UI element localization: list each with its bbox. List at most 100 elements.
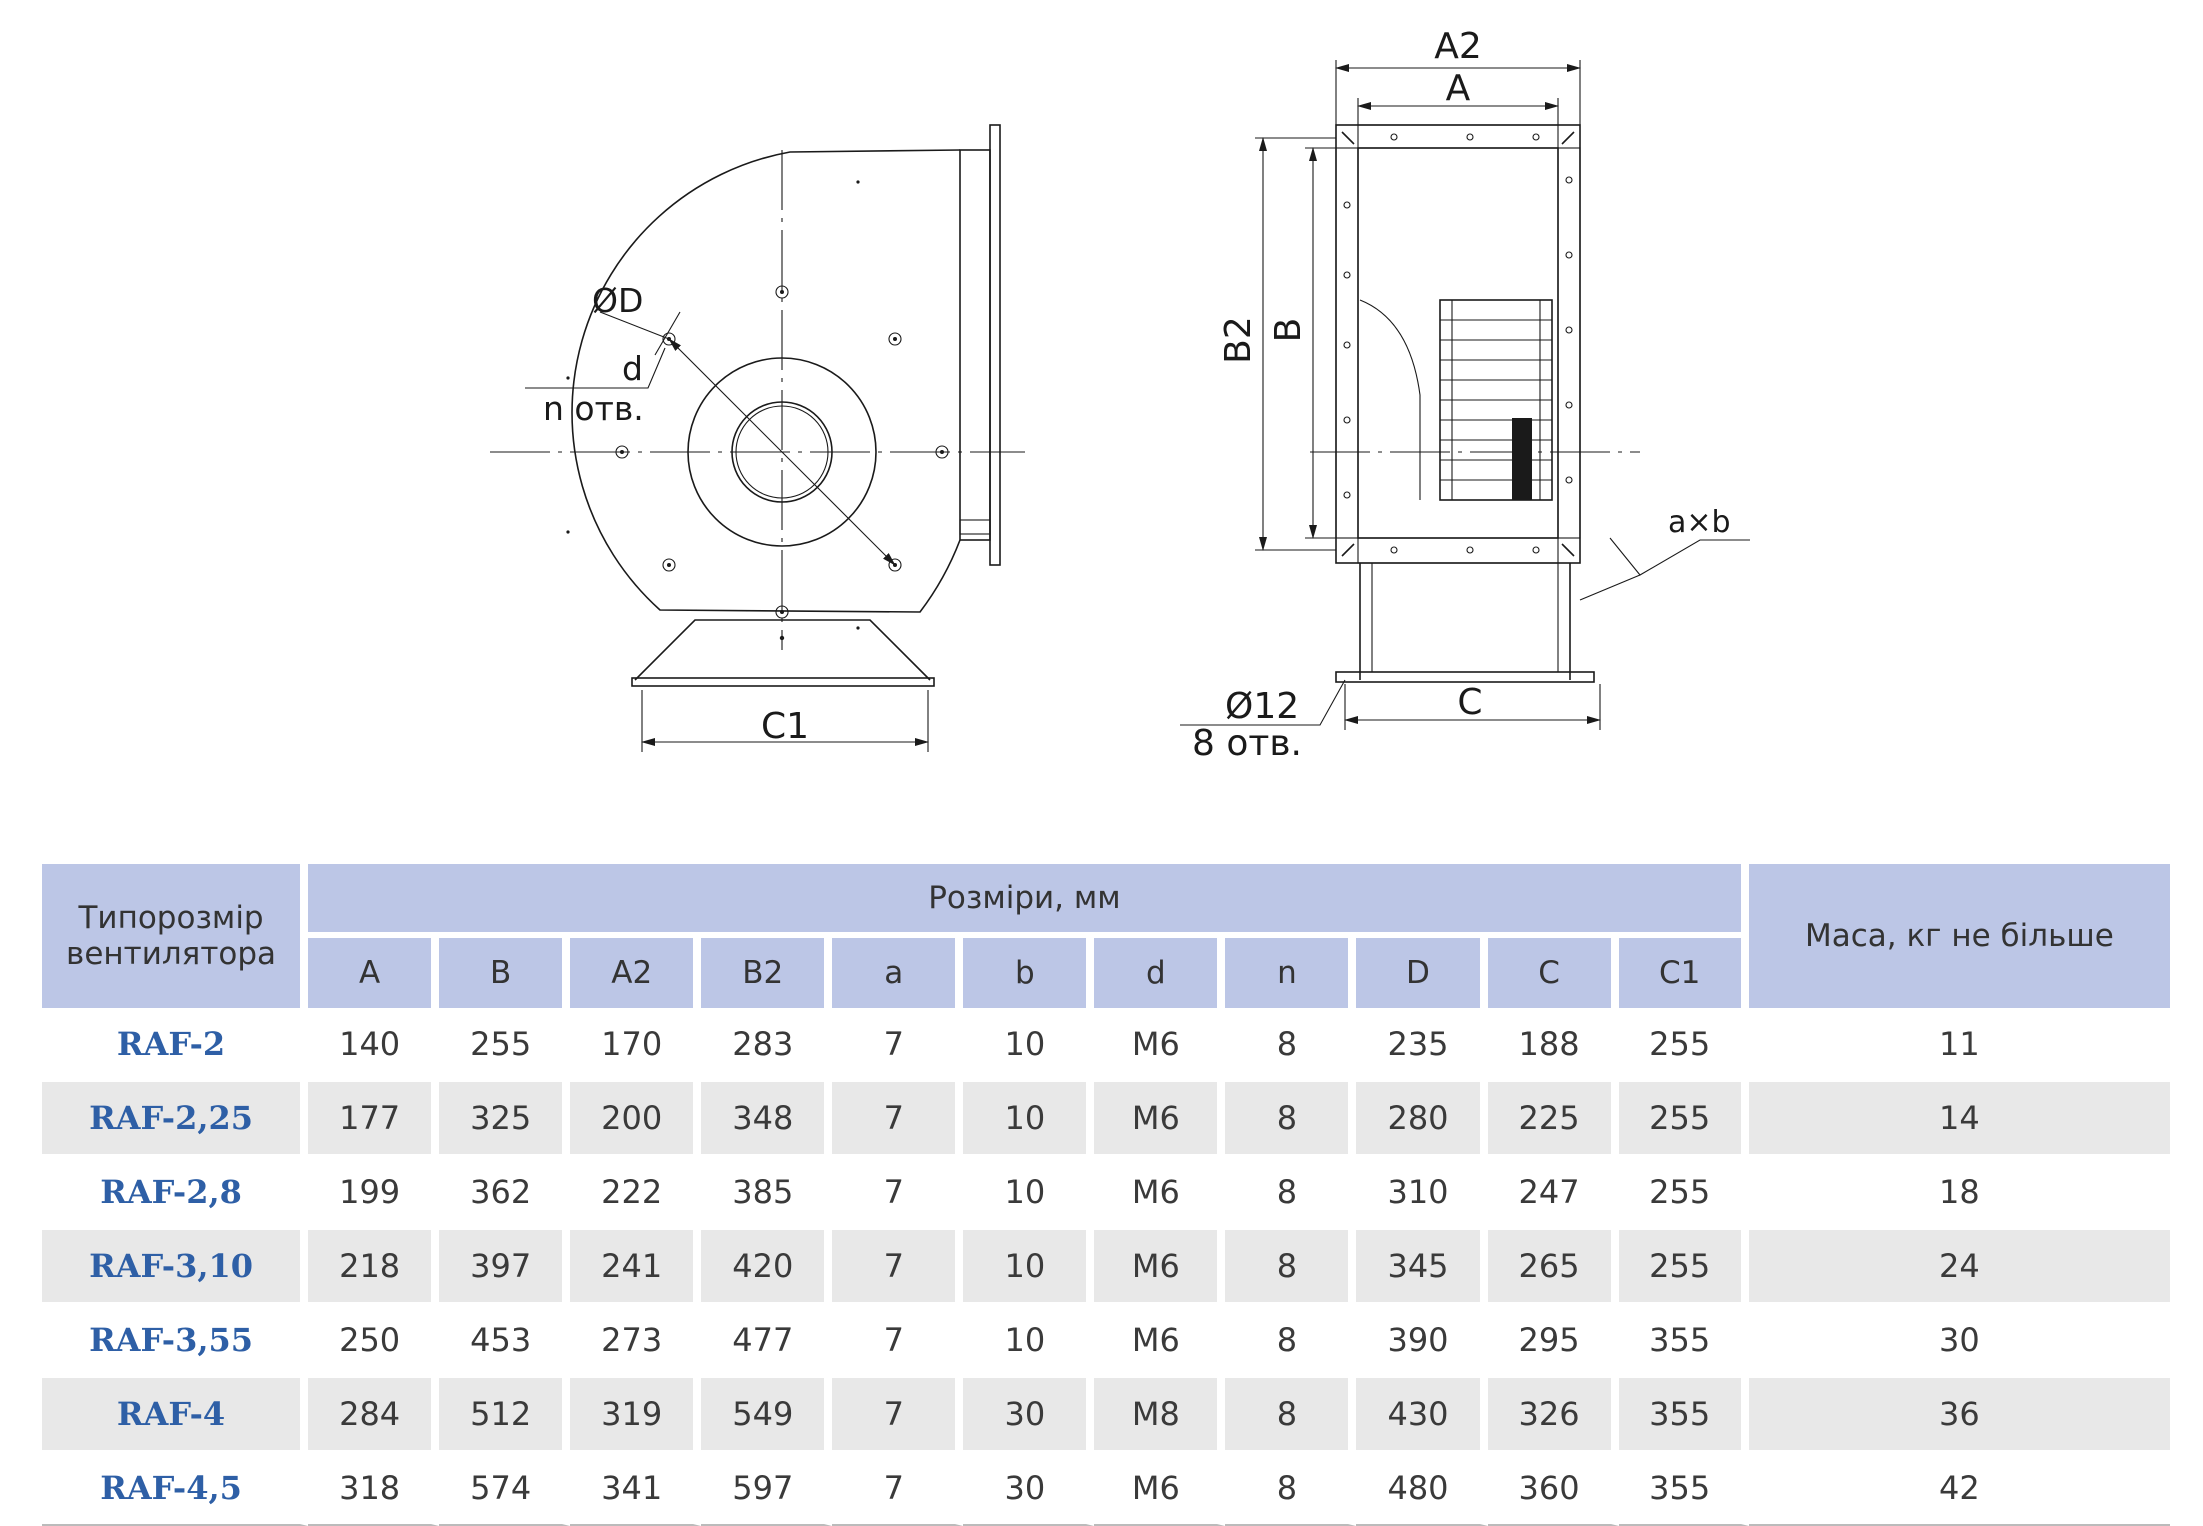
header-mass: Маса, кг не більше <box>1748 864 2170 1008</box>
value-cell: 200 <box>570 1082 702 1156</box>
value-cell: 265 <box>1487 1230 1619 1304</box>
mass-cell: 42 <box>1748 1452 2170 1526</box>
value-cell: M6 <box>1094 1304 1226 1378</box>
column-header: a <box>832 932 964 1008</box>
value-cell: 10 <box>963 1304 1095 1378</box>
value-cell: 7 <box>832 1304 964 1378</box>
column-header: B <box>439 932 571 1008</box>
value-cell: 397 <box>439 1230 571 1304</box>
mass-cell: 24 <box>1748 1230 2170 1304</box>
mass-cell: 14 <box>1748 1082 2170 1156</box>
header-dimensions: Розміри, мм <box>308 864 1749 932</box>
column-header: C <box>1487 932 1619 1008</box>
value-cell: 10 <box>963 1082 1095 1156</box>
value-cell: 284 <box>308 1378 440 1452</box>
column-header: A2 <box>570 932 702 1008</box>
value-cell: 8 <box>1225 1304 1357 1378</box>
value-cell: 7 <box>832 1156 964 1230</box>
value-cell: 8 <box>1225 1082 1357 1156</box>
model-cell: RAF-4,5 <box>42 1452 309 1526</box>
value-cell: M6 <box>1094 1008 1226 1082</box>
value-cell: M8 <box>1094 1378 1226 1452</box>
technical-drawing: ØD d n отв. C1 <box>490 26 1750 764</box>
model-cell: RAF-2 <box>42 1008 309 1082</box>
mass-cell: 36 <box>1748 1378 2170 1452</box>
value-cell: 30 <box>963 1452 1095 1526</box>
value-cell: 295 <box>1487 1304 1619 1378</box>
value-cell: 140 <box>308 1008 440 1082</box>
value-cell: 385 <box>701 1156 833 1230</box>
value-cell: 318 <box>308 1452 440 1526</box>
value-cell: 430 <box>1356 1378 1488 1452</box>
label-d: d <box>622 349 643 388</box>
value-cell: 188 <box>1487 1008 1619 1082</box>
value-cell: 218 <box>308 1230 440 1304</box>
mass-cell: 30 <box>1748 1304 2170 1378</box>
value-cell: 255 <box>1618 1230 1749 1304</box>
value-cell: 283 <box>701 1008 833 1082</box>
value-cell: M6 <box>1094 1230 1226 1304</box>
value-cell: 10 <box>963 1156 1095 1230</box>
label-c: C <box>1457 682 1482 723</box>
mass-cell: 11 <box>1748 1008 2170 1082</box>
model-cell: RAF-4 <box>42 1378 309 1452</box>
value-cell: 177 <box>308 1082 440 1156</box>
label-a2: A2 <box>1434 26 1482 67</box>
label-o12: Ø12 <box>1225 686 1299 727</box>
value-cell: 597 <box>701 1452 833 1526</box>
value-cell: 255 <box>1618 1008 1749 1082</box>
value-cell: 247 <box>1487 1156 1619 1230</box>
value-cell: 480 <box>1356 1452 1488 1526</box>
value-cell: 235 <box>1356 1008 1488 1082</box>
value-cell: M6 <box>1094 1156 1226 1230</box>
value-cell: 250 <box>308 1304 440 1378</box>
value-cell: 362 <box>439 1156 571 1230</box>
value-cell: 7 <box>832 1378 964 1452</box>
value-cell: 348 <box>701 1082 833 1156</box>
value-cell: 225 <box>1487 1082 1619 1156</box>
label-b2: B2 <box>1218 316 1259 364</box>
value-cell: 512 <box>439 1378 571 1452</box>
value-cell: 170 <box>570 1008 702 1082</box>
header-model: Типорозмір вентилятора <box>42 864 309 1008</box>
value-cell: 326 <box>1487 1378 1619 1452</box>
value-cell: 7 <box>832 1082 964 1156</box>
value-cell: 8 <box>1225 1230 1357 1304</box>
model-cell: RAF-2,25 <box>42 1082 309 1156</box>
model-cell: RAF-3,55 <box>42 1304 309 1378</box>
value-cell: 390 <box>1356 1304 1488 1378</box>
model-cell: RAF-3,10 <box>42 1230 309 1304</box>
column-header: A <box>308 932 440 1008</box>
value-cell: 7 <box>832 1452 964 1526</box>
value-cell: M6 <box>1094 1082 1226 1156</box>
mass-cell: 18 <box>1748 1156 2170 1230</box>
value-cell: 8 <box>1225 1156 1357 1230</box>
value-cell: 7 <box>832 1008 964 1082</box>
column-header: D <box>1356 932 1488 1008</box>
value-cell: 477 <box>701 1304 833 1378</box>
value-cell: 8 <box>1225 1008 1357 1082</box>
value-cell: 280 <box>1356 1082 1488 1156</box>
value-cell: 325 <box>439 1082 571 1156</box>
label-a: A <box>1446 68 1471 109</box>
value-cell: 453 <box>439 1304 571 1378</box>
label-axb: a×b <box>1668 505 1731 540</box>
value-cell: 255 <box>439 1008 571 1082</box>
dimensions-table: Типорозмір вентилятора Розміри, мм Маса,… <box>42 864 2170 1526</box>
value-cell: 341 <box>570 1452 702 1526</box>
label-8-holes: 8 отв. <box>1192 723 1302 764</box>
value-cell: 255 <box>1618 1082 1749 1156</box>
value-cell: 355 <box>1618 1452 1749 1526</box>
label-od: ØD <box>592 281 643 320</box>
value-cell: 310 <box>1356 1156 1488 1230</box>
front-view: ØD d n отв. C1 <box>490 124 1025 752</box>
value-cell: 8 <box>1225 1378 1357 1452</box>
